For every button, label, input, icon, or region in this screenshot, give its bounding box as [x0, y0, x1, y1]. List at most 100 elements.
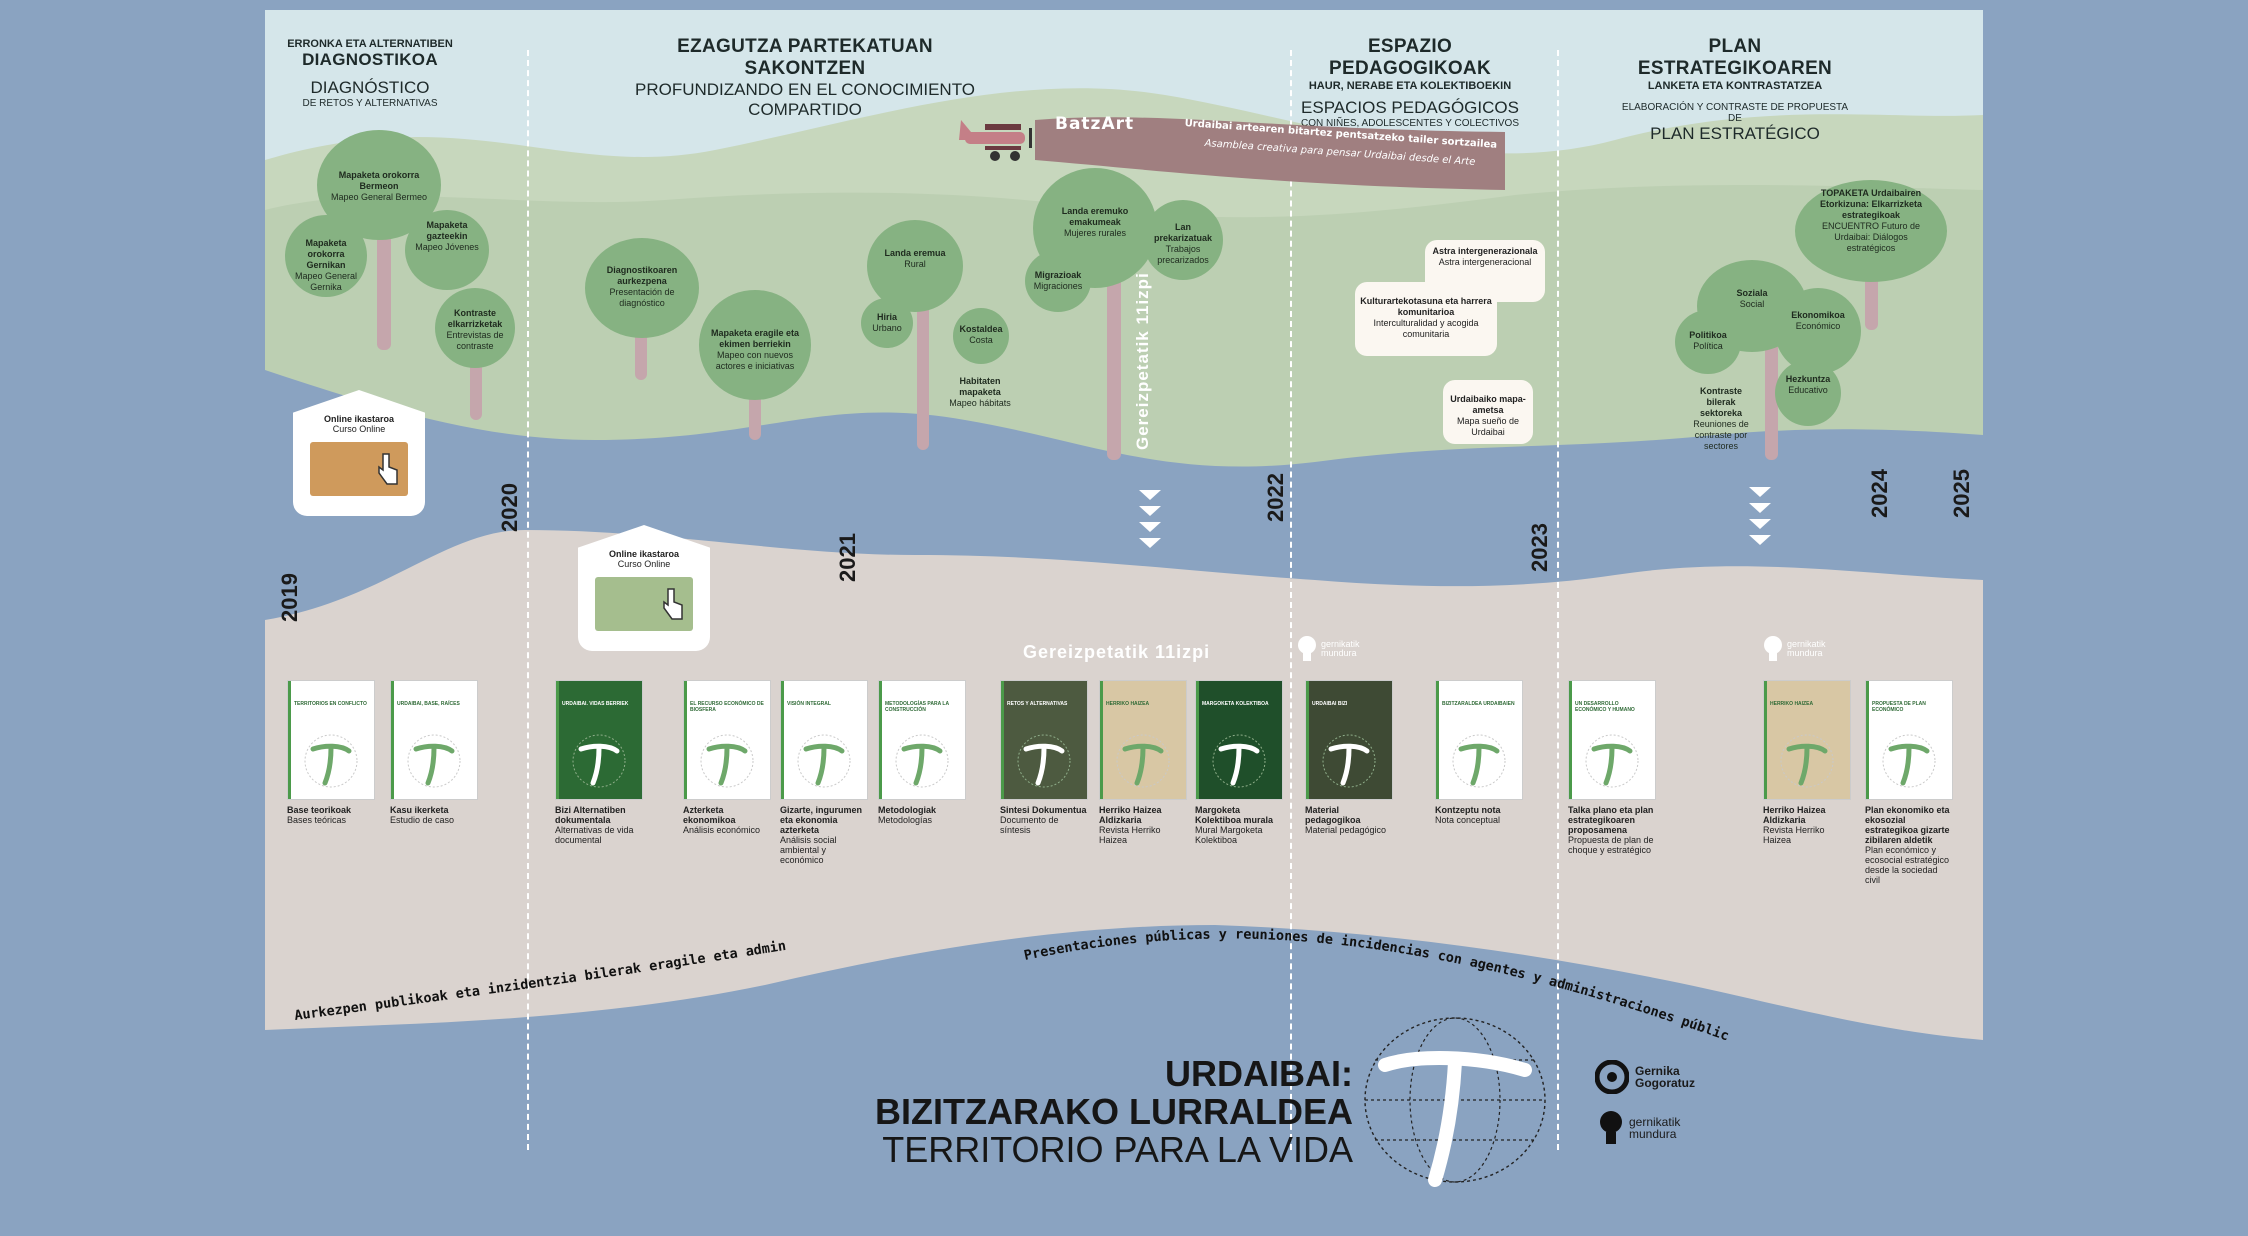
gogoratuz-icon	[1595, 1060, 1629, 1094]
t-symbol-icon	[1322, 734, 1376, 788]
document-cover-title: EL RECURSO ECONÓMICO DE BIOSFERA	[690, 701, 764, 713]
t-symbol-icon	[1017, 734, 1071, 788]
divider-2020	[527, 50, 529, 1150]
year-label: 2019	[277, 573, 302, 622]
phase-es-title: PLAN ESTRATÉGICO	[1650, 124, 1820, 143]
tree-trunk	[1107, 260, 1121, 460]
document-cover-title: BIZITZARALDEA URDAIBAIEN	[1442, 701, 1515, 707]
chevron-down-icon	[1749, 487, 1771, 545]
document-cover-title: URDAIBAI BIZI	[1312, 701, 1348, 707]
speech-bubble: Kulturartekotasuna eta harrera komunitar…	[1355, 282, 1497, 356]
document-cover: URDAIBAI. VIDAS BERRIEK	[555, 680, 643, 800]
cover-strip	[1866, 681, 1869, 799]
document-cover-title: HERRIKO HAIZEA	[1770, 701, 1814, 707]
tree-canopy	[585, 238, 699, 338]
document-label: Plan ekonomiko eta ekosozial estrategiko…	[1865, 805, 1950, 885]
document-label: Gizarte, ingurumen eta ekonomia azterket…	[780, 805, 863, 865]
phase-es-title: ESPACIOS PEDAGÓGICOS	[1301, 98, 1519, 117]
t-symbol-icon	[1780, 734, 1834, 788]
title-line1: URDAIBAI:	[1165, 1053, 1353, 1094]
document-cover: PROPUESTA DE PLAN ECONÓMICO	[1865, 680, 1953, 800]
tree-label: TOPAKETA Urdaibairen Etorkizuna: Elkarri…	[1819, 188, 1923, 253]
phase-es-small: CON NIÑES, ADOLESCENTES Y COLECTIVOS	[1300, 118, 1520, 129]
gereizpetatik-vertical: Gereizpetatik 11izpi	[1133, 272, 1152, 450]
cover-strip	[288, 681, 291, 799]
online-course-card[interactable]: Online ikastaroa Curso Online	[293, 390, 425, 516]
phase-eu-small: ERRONKA ETA ALTERNATIBEN	[287, 38, 453, 50]
tree-canopy	[1795, 180, 1947, 282]
gernikatik-small-logo: gernikatik mundura	[1297, 635, 1369, 663]
t-symbol-icon	[304, 734, 358, 788]
cover-strip	[1001, 681, 1004, 799]
phase-pedagogic: ESPAZIO PEDAGOGIKOAK HAUR, NERABE ETA KO…	[1295, 36, 1525, 129]
batzart-banner	[1035, 117, 1505, 190]
phase-es-small: DE RETOS Y ALTERNATIVAS	[302, 98, 438, 109]
tree-canopy	[1025, 250, 1091, 312]
tree-canopy	[435, 288, 515, 368]
online-course-card[interactable]: Online ikastaroa Curso Online	[578, 525, 710, 651]
t-symbol-icon	[407, 734, 461, 788]
document-cover: URDAIBAI BIZI	[1305, 680, 1393, 800]
t-symbol-icon	[1212, 734, 1266, 788]
document-cover: MARGOKETA KOLEKTIBOA	[1195, 680, 1283, 800]
document-cover-title: METODOLOGÍAS PARA LA CONSTRUCCIÓN	[885, 701, 949, 713]
phase-es-small: ELABORACIÓN Y CONTRASTE DE PROPUESTA DE	[1621, 102, 1849, 124]
tree-canopy	[699, 290, 811, 400]
phase-eu-title: EZAGUTZA PARTEKATUAN SAKONTZEN	[677, 36, 933, 79]
phase-strategic: PLAN ESTRATEGIKOAREN LANKETA ETA KONTRAS…	[1615, 36, 1855, 144]
year-label: 2023	[1527, 523, 1552, 572]
t-symbol-icon	[1882, 734, 1936, 788]
cover-strip	[556, 681, 559, 799]
document-cover: TERRITORIOS EN CONFLICTO	[287, 680, 375, 800]
cover-strip	[1764, 681, 1767, 799]
svg-text:Aurkezpen publikoak eta inzide: Aurkezpen publikoak eta inzidentzia bile…	[265, 890, 787, 1024]
phase-eu-small: HAUR, NERABE ETA KOLEKTIBOEKIN	[1308, 80, 1512, 92]
cover-strip	[879, 681, 882, 799]
year-label: 2022	[1263, 473, 1288, 522]
tree-canopy	[861, 298, 913, 348]
t-symbol-icon	[797, 734, 851, 788]
year-label: 2020	[497, 483, 522, 532]
airplane-icon	[959, 120, 1032, 161]
document-cover: HERRIKO HAIZEA	[1763, 680, 1851, 800]
document-cover-title: URDAIBAI, BASE, RAÍCES	[397, 701, 460, 707]
t-symbol-icon	[895, 734, 949, 788]
document-label: Talka plano eta plan estrategikoaren pro…	[1568, 805, 1654, 855]
document-cover-title: TERRITORIOS EN CONFLICTO	[294, 701, 367, 707]
phase-eu-title: PLAN ESTRATEGIKOAREN	[1637, 36, 1833, 79]
cover-strip	[1306, 681, 1309, 799]
tree-canopy	[867, 220, 963, 312]
cover-strip	[391, 681, 394, 799]
arc-caption: Aurkezpen publikoak eta inzidentzia bile…	[265, 890, 1731, 1044]
document-cover-title: URDAIBAI. VIDAS BERRIEK	[562, 701, 629, 707]
lightbulb-icon	[1298, 636, 1316, 661]
banner-brand: BatzArt	[1055, 114, 1135, 134]
document-cover: EL RECURSO ECONÓMICO DE BIOSFERA	[683, 680, 771, 800]
year-label: 2024	[1867, 469, 1892, 518]
hand-pointer-icon	[663, 588, 683, 620]
